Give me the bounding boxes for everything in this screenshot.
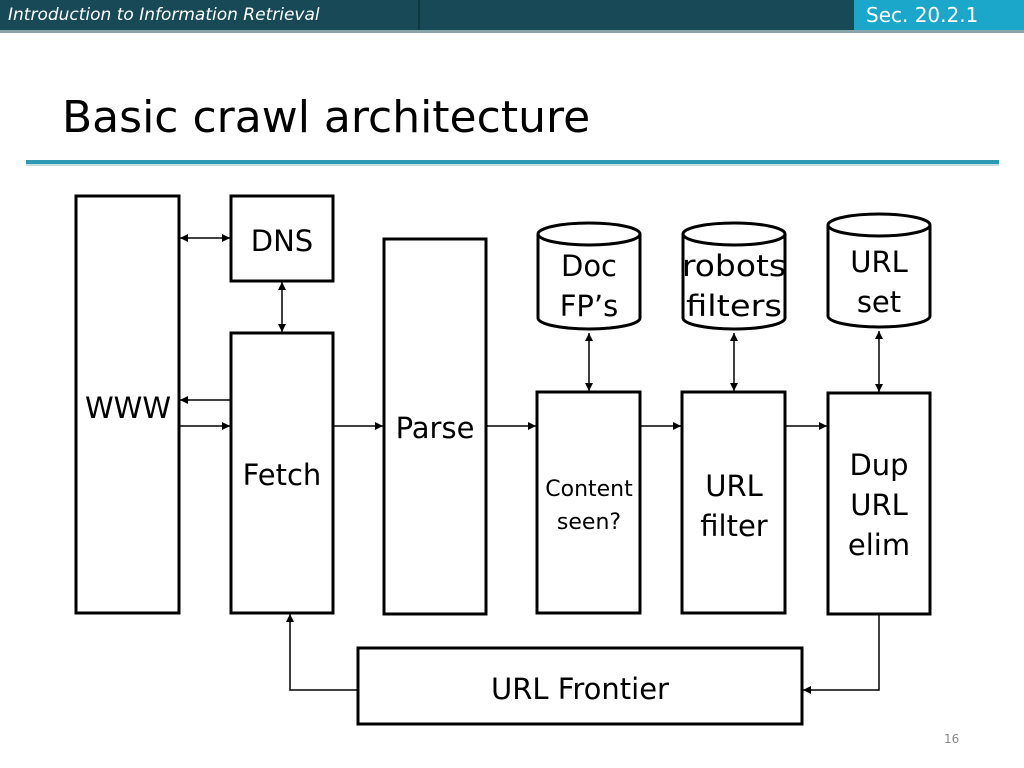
parse-label: Parse [396,411,475,445]
url-set-label-1: URL [850,245,908,279]
www-label: WWW [85,391,171,425]
robots-label-2: filters [686,289,782,323]
dup-elim-label-1: Dup [849,448,908,482]
doc-fps-store [536,221,642,331]
doc-fps-label-2: FP’s [560,289,619,323]
frontier-fetch-arrow [286,614,357,691]
section-badge [854,0,1024,30]
header-underline [0,30,1024,33]
url-frontier-label: URL Frontier [491,672,669,706]
robots-label-1: robots [682,249,786,283]
url-frontier-box [356,646,804,726]
content-seen-label-2: seen? [557,510,621,535]
slide-title: Basic crawl architecture [62,92,591,143]
section-label: Sec. 20.2.1 [866,3,979,27]
title-rule [26,160,999,166]
dup-elim-label-3: elim [848,528,910,562]
dup-elim-label-2: URL [850,488,908,522]
course-title: Introduction to Information Retrieval [8,5,320,25]
dns-label: DNS [251,224,313,258]
parse-box [382,237,488,616]
content-seen-label-1: Content [545,477,633,502]
header-divider [418,0,420,32]
url-set-label-2: set [857,285,901,319]
url-filter-box [680,390,787,615]
dns-box [229,194,335,283]
dup-url-elim-box [826,391,932,616]
www-box [74,194,181,615]
fetch-box [229,331,335,615]
url-filter-label-1: URL [705,469,763,503]
header-bar [0,0,1024,32]
doc-fps-label-1: Doc [561,249,617,283]
content-seen-box [535,390,642,615]
slide-number: 16 [944,732,960,746]
url-set-store [826,212,932,329]
dup-elim-frontier-arrow [803,615,880,694]
fetch-label: Fetch [243,458,322,492]
url-filter-label-2: filter [700,509,768,543]
robots-filters-store [681,221,787,331]
